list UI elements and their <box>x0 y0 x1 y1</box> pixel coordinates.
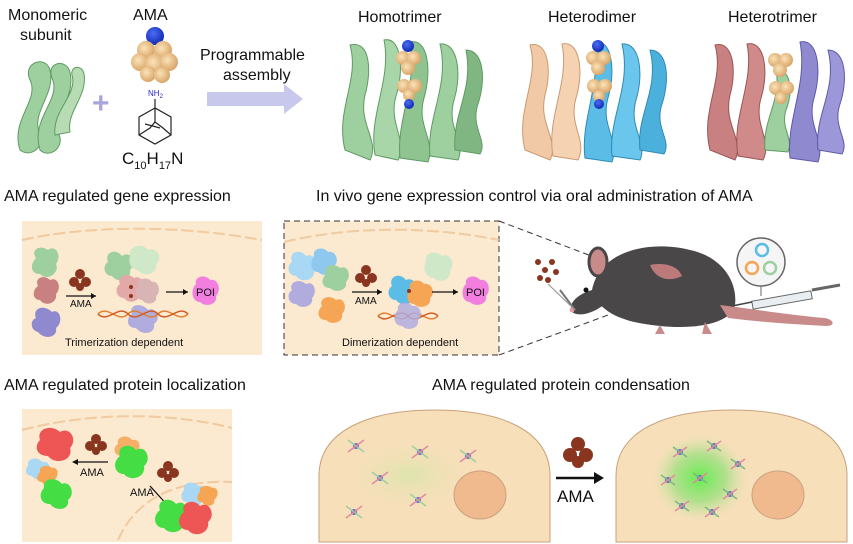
monomer-helix-bundle <box>17 61 85 154</box>
heterotrimer-label: Heterotrimer <box>728 9 818 26</box>
ama-blob-condensation <box>563 437 593 468</box>
gene-poi-label: POI <box>196 287 215 299</box>
condensation-cell-before <box>318 409 551 543</box>
loc-ama-label-2: AMA <box>130 487 155 499</box>
homotrimer-ama-molecules <box>396 40 422 109</box>
heterodimer-ama-molecules <box>586 40 612 109</box>
invivo-poi-label: POI <box>466 287 485 299</box>
condensation-ama-label: AMA <box>557 487 595 506</box>
heterotrimer-ama-molecules <box>768 53 794 104</box>
plasmid-inset <box>736 237 786 296</box>
localization-panel: AMA AMA <box>21 409 233 542</box>
ama-blob-invivo <box>355 265 377 287</box>
ama-blob-loc-2 <box>157 461 179 482</box>
condensation-cell-after <box>615 409 848 543</box>
condensation-title: AMA regulated protein condensation <box>432 377 690 394</box>
loc-ama-label-1: AMA <box>80 467 105 479</box>
ama-spacefill-model <box>131 27 178 83</box>
homotrimer-structure <box>342 39 483 163</box>
svg-text:C10H17N: C10H17N <box>122 149 183 172</box>
formula-c10h17n: C10H17N <box>122 149 183 172</box>
heterodimer-label: Heterodimer <box>548 9 637 26</box>
nh2-label: NH2 <box>148 89 164 100</box>
ama-blob-loc-1 <box>85 434 107 455</box>
plus-sign: + <box>92 87 110 120</box>
gene-expression-panel: AMA POI Trimerization dependent <box>21 221 263 355</box>
mouse-illustration <box>547 246 833 334</box>
monomer-label-line1: Monomeric <box>8 7 87 24</box>
invivo-panel: AMA POI Dimerization dependent <box>283 220 500 356</box>
clustered-condensate-proteins <box>660 440 746 518</box>
scattered-condensate-proteins <box>345 439 477 519</box>
oral-ama-dots <box>535 259 559 283</box>
syringe <box>731 283 841 310</box>
homotrimer-label: Homotrimer <box>358 9 442 26</box>
ama-blob-gene <box>69 269 91 291</box>
monomer-label-line2: subunit <box>20 27 72 44</box>
dimerization-caption: Dimerization dependent <box>342 337 458 349</box>
heterotrimer-structure <box>707 41 845 163</box>
trimerization-caption: Trimerization dependent <box>65 337 183 349</box>
invivo-title: In vivo gene expression control via oral… <box>316 188 753 205</box>
gene-ama-label: AMA <box>70 299 92 310</box>
programmable-assembly-arrow <box>207 84 303 114</box>
localization-title: AMA regulated protein localization <box>4 377 246 394</box>
ama-label-top: AMA <box>133 7 168 24</box>
invivo-ama-label: AMA <box>355 296 377 307</box>
adamantane-structure <box>138 99 172 145</box>
gene-expression-title: AMA regulated gene expression <box>4 188 231 205</box>
programmable-label: Programmable <box>200 47 305 64</box>
assembly-label: assembly <box>223 67 291 84</box>
